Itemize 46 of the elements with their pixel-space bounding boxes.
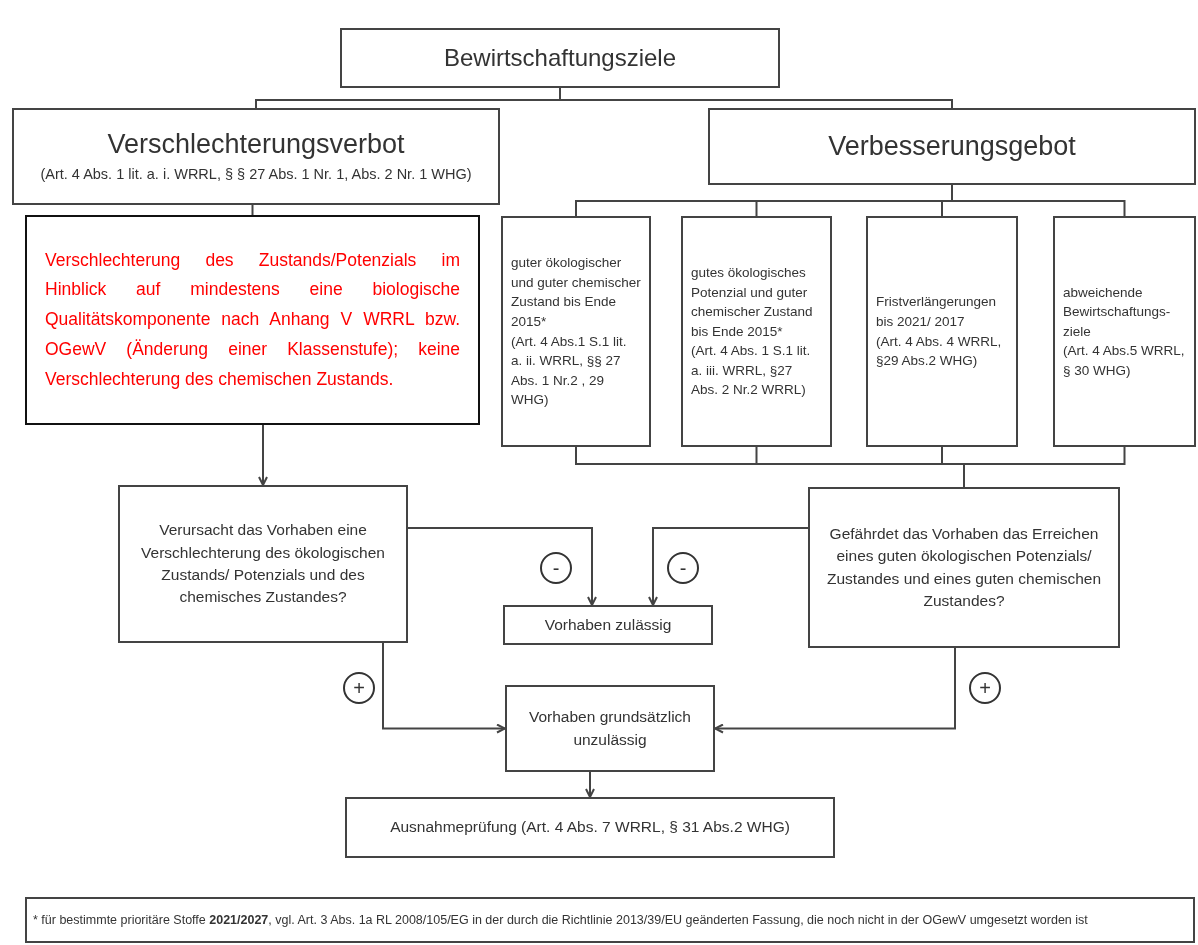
box-label: Bewirtschaftungsziele	[443, 43, 677, 73]
footnote-box	[25, 897, 1195, 943]
box-label: abweichende Bewirtschaftungs-ziele	[1063, 283, 1172, 341]
goal-box	[340, 28, 780, 88]
note-box	[25, 215, 480, 425]
process-box	[503, 605, 713, 645]
box-label: Vorhaben grundsätzlich unzulässig	[528, 707, 692, 750]
edge-label: +	[343, 672, 375, 704]
arrow	[407, 527, 597, 606]
legal-reference: (Art. 4 Abs.5 WRRL, § 30 WHG)	[1063, 342, 1186, 380]
edge-label: -	[540, 552, 572, 584]
edge-label: +	[969, 672, 1001, 704]
process-box	[808, 487, 1120, 648]
box-label: Verursacht das Vorhaben eine Verschlechterung des ökologischen Zustands/ Potenzials und des chemisches Zustandes?	[140, 520, 386, 608]
note-text: Verschlechterung des Zustands/Potenzials im Hinblick auf mindestens eine biologische Qualitätskomponente nach Anhang V WRRL bzw. OGewV (Änderung einer Klassenstufe); keine Verschlechterung des chemischen Zustands.	[45, 248, 460, 391]
arrow	[714, 647, 956, 734]
legal-reference: (Art. 4 Abs. 1 S.1 lit. a. iii. WRRL, §27 Abs. 2 Nr.2 WRRL)	[691, 342, 812, 400]
box-label: Ausnahmeprüfung (Art. 4 Abs. 7 WRRL, § 31 Abs.2 WHG)	[390, 817, 790, 838]
process-box	[505, 685, 715, 772]
goal-box	[501, 216, 651, 447]
arrow	[585, 771, 595, 798]
box-label: Verbesserungsgebot	[828, 129, 1076, 163]
box-label: gutes ökologisches Potenzial und guter chemischer Zustand bis Ende 2015*	[691, 264, 814, 341]
footnote-text: * für bestimmte prioritäre Stoffe 2021/2027, vgl. Art. 3 Abs. 1a RL 2008/105/EG in der durch die Richtlinie 2013/39/EU geänderten Fassung, die noch nicht in der OGewV umgesetzt worden ist	[33, 911, 1089, 929]
legal-reference: (Art. 4 Abs.1 S.1 lit. a. ii. WRRL, §§ 27 Abs. 1 Nr.2 , 29 WHG)	[511, 332, 628, 410]
edge-label: -	[667, 552, 699, 584]
goal-box	[681, 216, 832, 447]
connector-line	[951, 184, 1126, 217]
goal-box	[866, 216, 1018, 447]
process-box	[118, 485, 408, 643]
box-label: Verschlechterungsverbot	[107, 128, 405, 162]
goal-box	[1053, 216, 1196, 447]
arrow	[258, 424, 268, 486]
arrow	[648, 527, 809, 606]
process-box	[345, 797, 835, 858]
box-label: guter ökologischer und guter chemischer Zustand bis Ende 2015*	[511, 254, 641, 331]
box-label: Gefährdet das Vorhaben das Erreichen eines guten ökologischen Potenzials/ Zustandes und eines guten chemischen Zustandes?	[826, 523, 1102, 611]
arrow	[382, 642, 506, 734]
connector-line	[251, 204, 254, 216]
heading-box	[708, 108, 1196, 185]
legal-reference: (Art. 4 Abs. 4 WRRL, §29 Abs.2 WHG)	[876, 332, 1003, 371]
box-label: Vorhaben zulässig	[544, 614, 672, 635]
heading-box	[12, 108, 500, 205]
box-label: Fristverlängerungen bis 2021/ 2017	[876, 293, 998, 331]
connector-line	[963, 446, 1126, 488]
legal-reference: (Art. 4 Abs. 1 lit. a. i. WRRL, § § 27 Abs. 1 Nr. 1, Abs. 2 Nr. 1 WHG)	[40, 164, 472, 184]
